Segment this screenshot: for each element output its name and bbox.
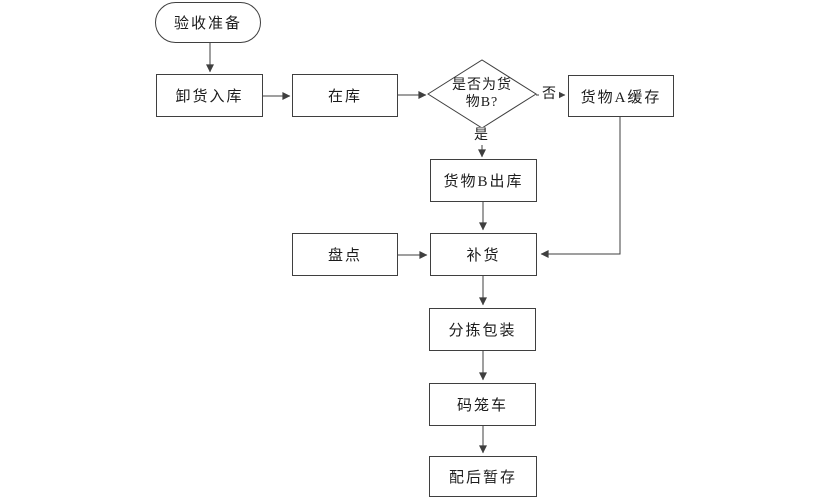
node-in-stock-label: 在库 (327, 89, 362, 105)
edge-label-yes: 是 (472, 127, 490, 145)
node-sort-pack: 分拣包装 (429, 308, 536, 351)
decision-label-line2: 物B? (465, 95, 499, 110)
node-replenish-label: 补货 (466, 248, 501, 264)
node-unload-label: 卸货入库 (175, 89, 244, 105)
node-sort-pack-label: 分拣包装 (448, 323, 517, 339)
node-cage-cart-label: 码笼车 (456, 398, 508, 414)
edge-cargoa-replenish (540, 117, 621, 258)
node-post-storage-label: 配后暂存 (448, 470, 517, 486)
node-cargo-b-outbound: 货物B出库 (430, 159, 537, 202)
node-post-storage: 配后暂存 (429, 456, 537, 497)
node-start-label: 验收准备 (173, 16, 242, 32)
node-in-stock: 在库 (292, 74, 398, 117)
decision-diamond (427, 59, 537, 129)
node-stocktake-label: 盘点 (327, 248, 362, 264)
node-decision-label: 是否为货 物B? (422, 77, 542, 111)
node-cargo-b-outbound-label: 货物B出库 (443, 174, 524, 190)
node-replenish: 补货 (430, 233, 537, 276)
decision-label-line1: 是否为货 (452, 78, 512, 93)
node-stocktake: 盘点 (292, 233, 398, 276)
node-cargo-a-buffer-label: 货物A缓存 (580, 89, 662, 106)
node-unload: 卸货入库 (156, 74, 263, 117)
node-cage-cart: 码笼车 (429, 383, 536, 426)
node-start: 验收准备 (155, 2, 261, 43)
node-cargo-a-buffer: 货物A缓存 (568, 75, 674, 117)
edge-label-no: 否 (539, 86, 559, 104)
